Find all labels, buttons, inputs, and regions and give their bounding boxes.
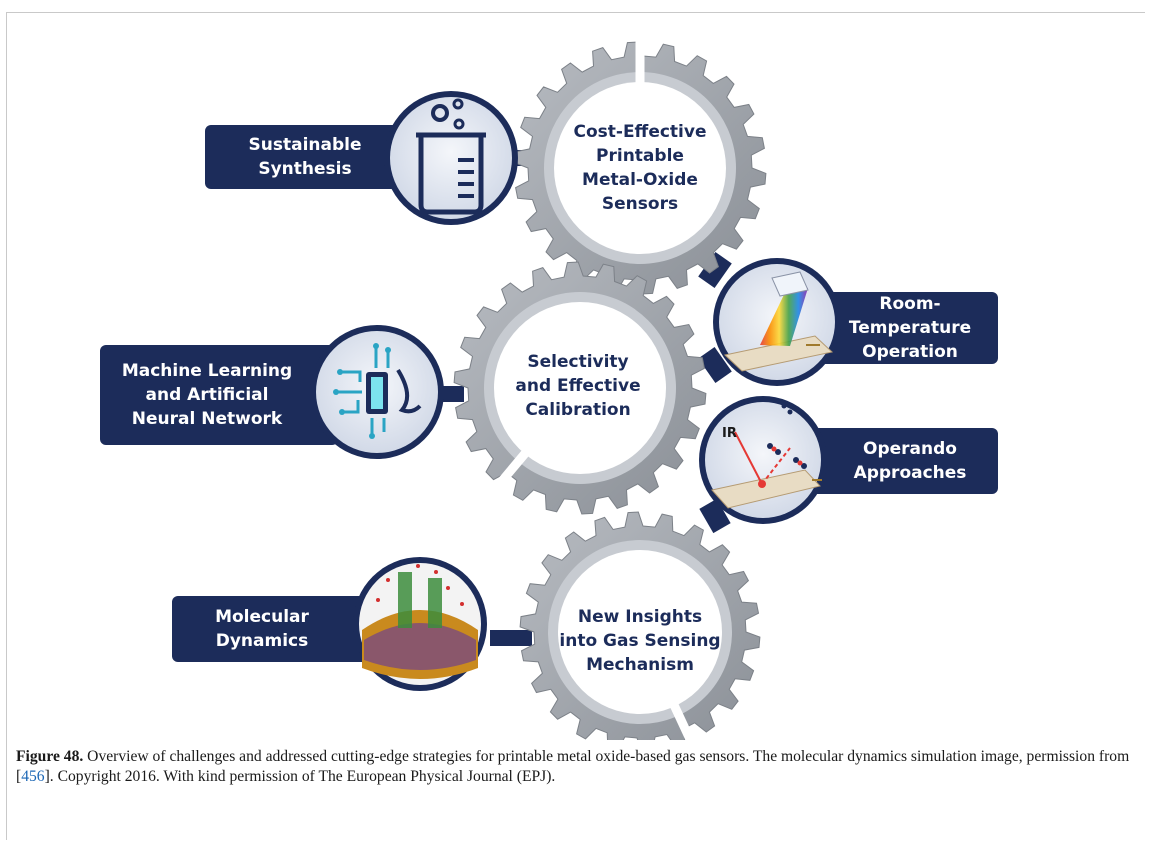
molecular-dynamics-image (353, 557, 487, 691)
label-box-machine-learning (100, 345, 338, 445)
gears-group (453, 38, 767, 740)
label-machine-learning: Machine Learning and Artificial Neural N… (121, 361, 293, 429)
ir-spectroscopy-icon (699, 396, 827, 524)
light-sensor-icon (713, 258, 841, 386)
figure-diagram (100, 38, 998, 740)
gear-cost-effective (513, 38, 767, 295)
gear-text-cost-effective: Cost-Effective Printable Metal-Oxide Sen… (573, 122, 707, 214)
figure-frame (6, 12, 1145, 840)
icon-circles (310, 91, 841, 691)
label-box-molecular-dynamics (172, 596, 372, 662)
label-molecular-dynamics: Molecular Dynamics (215, 607, 309, 651)
gear-new-insights (519, 511, 761, 740)
caption-reference-link[interactable]: 456 (21, 768, 45, 785)
ir-label: IR (722, 426, 737, 441)
gear-text-selectivity: Selectivity and Effective Calibration (515, 352, 641, 420)
label-sustainable-synthesis: Sustainable Synthesis (248, 135, 362, 179)
gear-new-insights-notch (669, 702, 696, 740)
caption-label: Figure 48. (16, 748, 84, 765)
beaker-icon (384, 91, 518, 225)
caption-text-2: ]. Copyright 2016. With kind permission … (44, 768, 556, 785)
gear-selectivity-center (494, 302, 666, 474)
figure-caption: Figure 48. Overview of challenges and ad… (16, 747, 1134, 787)
gear-cost-effective-center (554, 82, 726, 254)
gear-selectivity-notch (492, 449, 530, 491)
caption-text-1: Overview of challenges and addressed cut… (16, 748, 1130, 785)
label-room-temperature-operation: Room-Temperature Operation (848, 294, 972, 362)
gear-selectivity (453, 261, 707, 515)
gear-text-new-insights: New Insights into Gas Sensing Mechanism (559, 607, 721, 675)
nose-circuit-icon (310, 325, 444, 459)
gear-new-insights-center (558, 550, 722, 714)
label-box-sustainable-synthesis (205, 125, 430, 189)
label-operando-approaches: Operando Approaches (853, 439, 967, 483)
